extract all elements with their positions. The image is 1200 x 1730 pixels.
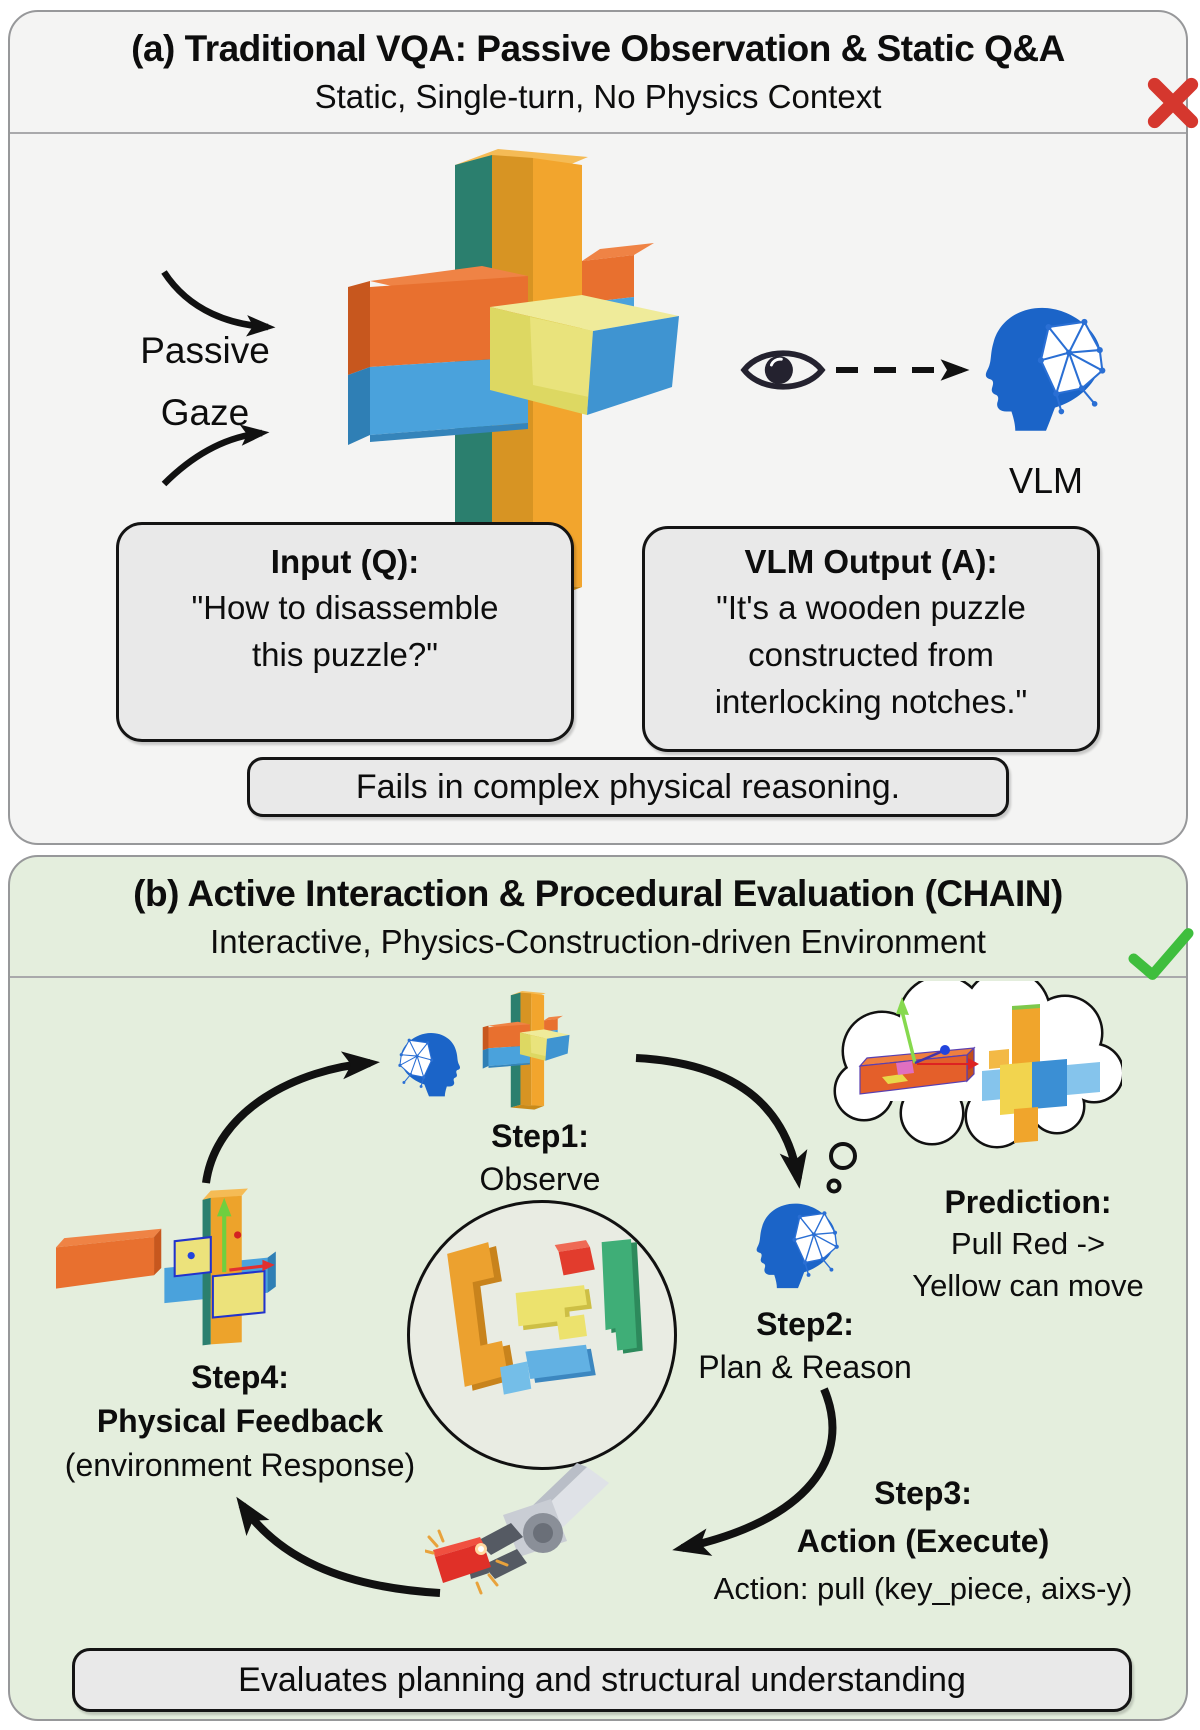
piece-red-block <box>554 1240 595 1276</box>
vlm-head-icon <box>984 306 1107 432</box>
piece-green-column <box>601 1239 643 1354</box>
panel-chain-interactive: (b) Active Interaction & Procedural Eval… <box>8 855 1194 1721</box>
input-box-title: Input (Q): <box>270 543 420 580</box>
burr-puzzle-mini <box>482 991 570 1110</box>
step3-label: Step3: Action (Execute) Action: pull (ke… <box>683 1469 1163 1613</box>
step4-desc: Physical Feedback <box>96 1403 384 1439</box>
output-box-line: constructed from <box>748 636 994 674</box>
panel-traditional-vqa: (a) Traditional VQA: Passive Observation… <box>8 10 1199 845</box>
passive-gaze-label-line1: Passive <box>140 330 270 371</box>
panel-b-subtitle: Interactive, Physics-Construction-driven… <box>210 923 986 960</box>
sparkle-lines <box>425 1529 509 1595</box>
step3-desc: Action (Execute) <box>796 1523 1050 1559</box>
gaze-arrow-bottom <box>161 424 270 487</box>
step3-action: Action: pull (key_piece, aixs-y) <box>713 1571 1133 1606</box>
step2-title: Step2: <box>756 1306 854 1342</box>
step3-title: Step3: <box>874 1475 972 1511</box>
physical-feedback-image <box>56 1188 276 1346</box>
green-check-icon <box>1128 928 1194 980</box>
panel-a-title: (a) Traditional VQA: Passive Observation… <box>131 28 1065 69</box>
panel-b-title: (b) Active Interaction & Procedural Eval… <box>133 873 1063 914</box>
step4-title: Step4: <box>191 1359 289 1395</box>
panel-a-header: (a) Traditional VQA: Passive Observation… <box>10 12 1186 134</box>
highlighted-yellow-cubes <box>173 1235 266 1319</box>
robot-gripper-icon <box>425 1463 609 1595</box>
fail-note-box: Fails in complex physical reasoning. <box>247 757 1009 817</box>
output-box-title: VLM Output (A): <box>744 543 998 580</box>
disassembled-pieces-image <box>447 1239 643 1395</box>
eye-icon <box>740 342 826 398</box>
piece-orange-bracket <box>447 1242 516 1391</box>
output-box-line: "It's a wooden puzzle <box>716 589 1026 627</box>
step4-note: (environment Response) <box>64 1447 416 1483</box>
arrow-step3-to-step4 <box>236 1496 441 1597</box>
gaze-arrow-top <box>161 270 276 337</box>
red-x-icon <box>1147 77 1199 129</box>
feedback-red-arrow <box>229 1264 265 1272</box>
step4-label: Step4: Physical Feedback (environment Re… <box>40 1355 440 1487</box>
pulled-orange-piece <box>56 1228 162 1289</box>
vlm-head-icon-step1 <box>397 1032 461 1097</box>
panel-a-subtitle: Static, Single-turn, No Physics Context <box>314 78 882 115</box>
prediction-block: Prediction: Pull Red -> Yellow can move <box>878 1181 1178 1307</box>
eval-note-text: Evaluates planning and structural unders… <box>238 1660 966 1699</box>
arrow-step1-to-step2 <box>635 1054 808 1189</box>
step2-desc: Plan & Reason <box>698 1349 912 1385</box>
gripped-red-piece <box>433 1537 491 1583</box>
prediction-line: Pull Red -> <box>950 1226 1106 1261</box>
cloud-key-piece <box>858 997 979 1095</box>
input-box-line: "How to disassemble <box>191 589 499 627</box>
thought-cloud <box>833 981 1122 1149</box>
prediction-title: Prediction: <box>944 1184 1112 1220</box>
passive-gaze-label-line2: Gaze <box>160 392 250 433</box>
step1-desc: Observe <box>479 1161 601 1197</box>
input-question-box: Input (Q): "How to disassemble this puzz… <box>116 522 574 742</box>
step1-title: Step1: <box>491 1118 589 1154</box>
cloud-mini-puzzle <box>982 1004 1100 1143</box>
piece-blue-bar <box>499 1344 596 1395</box>
piece-yellow-bar <box>515 1285 592 1340</box>
eval-note-box: Evaluates planning and structural unders… <box>72 1648 1132 1712</box>
input-box-line: this puzzle?" <box>252 636 438 674</box>
output-box-line: interlocking notches." <box>714 682 1028 720</box>
panel-b-header: (b) Active Interaction & Procedural Eval… <box>10 857 1186 978</box>
step1-label: Step1: Observe <box>450 1115 630 1201</box>
vlm-label: VLM <box>1008 460 1084 501</box>
prediction-line: Yellow can move <box>912 1268 1144 1303</box>
vlm-head-icon-step2 <box>755 1202 840 1289</box>
thought-bubbles <box>826 1142 857 1194</box>
fail-note-text: Fails in complex physical reasoning. <box>355 767 901 806</box>
arrow-step4-to-step1 <box>202 1051 380 1184</box>
vlm-output-box: VLM Output (A): "It's a wooden puzzle co… <box>642 526 1100 752</box>
step2-label: Step2: Plan & Reason <box>682 1303 928 1389</box>
